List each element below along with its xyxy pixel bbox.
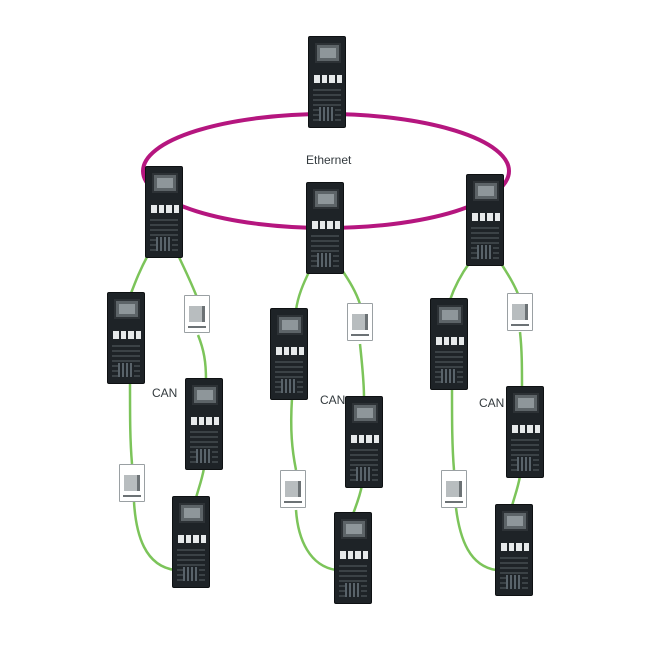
panel-middle-c [334,512,372,604]
panel-left-c [172,496,210,588]
panel-left-c-display-icon [179,503,205,523]
can-link-middle-2 [340,269,362,305]
can-link-left-1 [128,254,150,297]
panel-right-a-rack [435,351,463,383]
module-middle-a-icon [352,314,368,330]
panel-right-c-rack [500,557,528,589]
panel-right-b-keys [512,425,540,433]
panel-middle-a-keys [276,347,304,355]
can-link-left-6 [132,501,176,572]
panel-left-c-rack [177,549,205,581]
panel-middle-a-rack [275,361,303,393]
can-link-middle-6 [294,509,337,572]
can-link-right-4 [450,387,456,471]
can-link-left-4 [128,379,134,465]
can-link-right-6 [454,507,497,572]
panel-middle-a-display-icon [277,315,303,335]
module-middle-a [347,303,373,341]
panel-ring-middle [306,182,344,274]
module-left-b-icon [124,475,140,491]
panel-ring-left-rack [150,219,178,251]
panel-right-c-display-icon [502,511,528,531]
can-link-middle-5 [351,484,364,515]
module-right-a [507,293,533,331]
panel-ring-right-keys [472,213,500,221]
panel-middle-b [345,396,383,488]
panel-right-c-keys [501,543,529,551]
module-left-a-icon [189,306,205,322]
module-right-a-icon [512,304,528,320]
panel-middle-c-keys [340,551,368,559]
can-link-right-1 [448,261,472,301]
panel-ring-left-display-icon [152,173,178,193]
panel-top-keys [314,75,342,83]
panel-left-b-keys [191,417,219,425]
module-middle-b-icon [285,481,301,497]
panel-right-b [506,386,544,478]
panel-right-a-keys [436,337,464,345]
panel-ring-left-keys [151,205,179,213]
panel-left-c-keys [178,535,206,543]
panel-middle-b-display-icon [352,403,378,423]
module-middle-b [280,470,306,508]
can-link-middle-4 [289,397,298,471]
panel-left-b-rack [190,431,218,463]
panel-ring-middle-keys [312,221,340,229]
panel-left-b-display-icon [192,385,218,405]
panel-ring-right-display-icon [473,181,499,201]
panel-top-rack [313,89,341,121]
panel-right-a [430,298,468,390]
panel-left-b [185,378,223,470]
panel-top [308,36,346,128]
can-label-middle: CAN [320,393,346,407]
module-right-b-icon [446,481,462,497]
panel-middle-b-keys [351,435,379,443]
panel-right-b-display-icon [513,393,539,413]
can-link-right-3 [518,331,524,389]
can-link-middle-1 [294,269,312,311]
panel-right-a-display-icon [437,305,463,325]
panel-left-a-display-icon [114,299,140,319]
can-link-right-2 [498,261,520,295]
panel-right-b-rack [511,439,539,471]
panel-middle-b-rack [350,449,378,481]
panel-ring-middle-rack [311,235,339,267]
module-left-b [119,464,145,502]
panel-ring-right [466,174,504,266]
can-link-left-2 [176,254,200,301]
panel-top-display-icon [315,43,341,63]
panel-ring-right-rack [471,227,499,259]
panel-left-a-rack [112,345,140,377]
can-link-middle-3 [358,343,366,399]
ethernet-label: Ethernet [306,153,352,167]
can-label-right: CAN [479,396,505,410]
panel-ring-middle-display-icon [313,189,339,209]
module-right-b [441,470,467,508]
panel-right-c [495,504,533,596]
can-link-left-5 [194,467,206,499]
module-left-a [184,295,210,333]
panel-left-a [107,292,145,384]
panel-ring-left [145,166,183,258]
panel-middle-c-display-icon [341,519,367,539]
can-link-left-3 [196,334,208,381]
can-label-left: CAN [152,386,178,400]
panel-middle-a [270,308,308,400]
panel-left-a-keys [113,331,141,339]
can-link-right-5 [510,475,522,507]
panel-middle-c-rack [339,565,367,597]
